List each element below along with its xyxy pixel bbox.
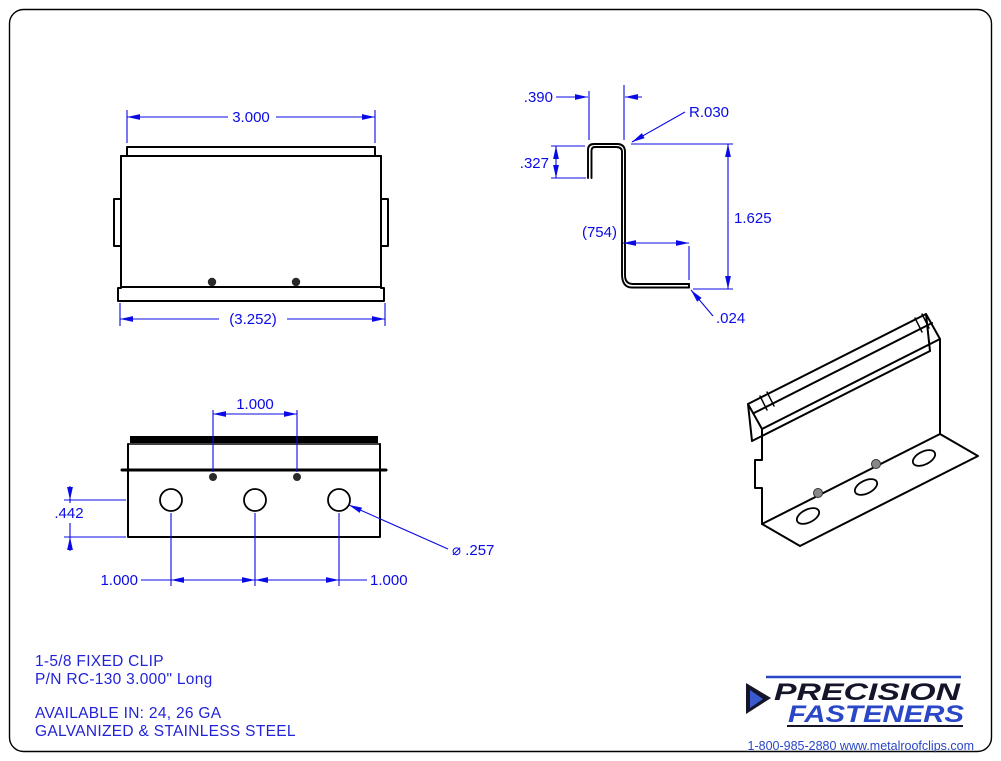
hole-3 (327, 488, 351, 512)
iso-hem-fold (747, 313, 941, 442)
note-title: 1-5/8 FIXED CLIP (35, 653, 164, 670)
dim-fold-width: .390 (524, 89, 553, 106)
profile-inner-contour (590, 146, 690, 289)
front-flange-band (117, 287, 385, 302)
dim-hole-diameter: ⌀ .257 (452, 542, 494, 559)
hole-view-hem-band (130, 436, 378, 443)
hole-view-outline (127, 443, 381, 538)
front-hem-top-line (126, 146, 376, 157)
front-dimple-left (207, 277, 217, 287)
hole-view: 1.000 .442 1.000 1.000 ⌀ .257 (54, 396, 494, 589)
profile-outer-contour (587, 143, 690, 285)
iso-dimple-2 (871, 459, 881, 469)
hole-diameter-leader (348, 504, 449, 550)
profile-dim-fold-extension-lines (588, 85, 625, 140)
sheet-border (8, 8, 993, 753)
dim-flange-length: (754) (582, 224, 617, 241)
hole-view-dimple-right (293, 473, 301, 481)
hole-1 (159, 488, 183, 512)
front-dim-bottom-extension-lines (119, 303, 386, 326)
isometric-view (747, 313, 979, 547)
dim-front-width: 3.000 (232, 109, 270, 126)
logo-block: PRECISION FASTENERS 1-800-985-2880 www.m… (746, 675, 975, 753)
front-dimple-right (291, 277, 301, 287)
radius-leader (631, 111, 686, 143)
note-part-number: P/N RC-130 3.000" Long (35, 671, 213, 688)
front-right-notch (380, 198, 389, 247)
dimple-dim-extension-lines (212, 410, 298, 472)
iso-hole-1 (795, 507, 821, 525)
iso-hole-2 (853, 478, 879, 496)
brand-name-bottom: FASTENERS (788, 701, 964, 728)
dim-height: 1.625 (734, 210, 772, 227)
brand-name-top: PRECISION (774, 679, 961, 706)
hole-dim-extension-lines (170, 513, 340, 586)
logo-arrow-icon-highlight (750, 690, 763, 708)
dim-lip-length: .327 (520, 155, 549, 172)
dim-hole-spacing-left: 1.000 (100, 572, 138, 589)
dim-front-overall-width: (3.252) (229, 311, 277, 328)
hole-view-dimple-left (209, 473, 217, 481)
note-availability: AVAILABLE IN: 24, 26 GA (35, 705, 222, 722)
dim-radius: R.030 (689, 104, 729, 121)
dim-thickness: .024 (716, 310, 745, 327)
edge-dim-extension-lines (64, 499, 126, 538)
iso-hem-notches (759, 313, 930, 411)
thickness-leader (690, 289, 714, 317)
front-view: 3.000 (3.252) (113, 109, 389, 328)
front-side-edges (120, 155, 382, 288)
iso-dimple-1 (813, 488, 823, 498)
note-materials: GALVANIZED & STAINLESS STEEL (35, 723, 296, 740)
profile-view: .390 R.030 .327 (754) 1.625 .024 (520, 85, 772, 327)
dim-hole-spacing-right: 1.000 (370, 572, 408, 589)
profile-dim-height-extension-lines (631, 143, 733, 290)
dim-edge-offset: .442 (54, 505, 83, 522)
notes-block: 1-5/8 FIXED CLIP P/N RC-130 3.000" Long … (35, 653, 296, 740)
hole-2 (243, 488, 267, 512)
contact-info[interactable]: 1-800-985-2880 www.metalroofclips.com (748, 739, 975, 753)
iso-hole-3 (911, 449, 937, 467)
front-left-notch (113, 198, 122, 247)
dim-dimple-spacing: 1.000 (236, 396, 274, 413)
